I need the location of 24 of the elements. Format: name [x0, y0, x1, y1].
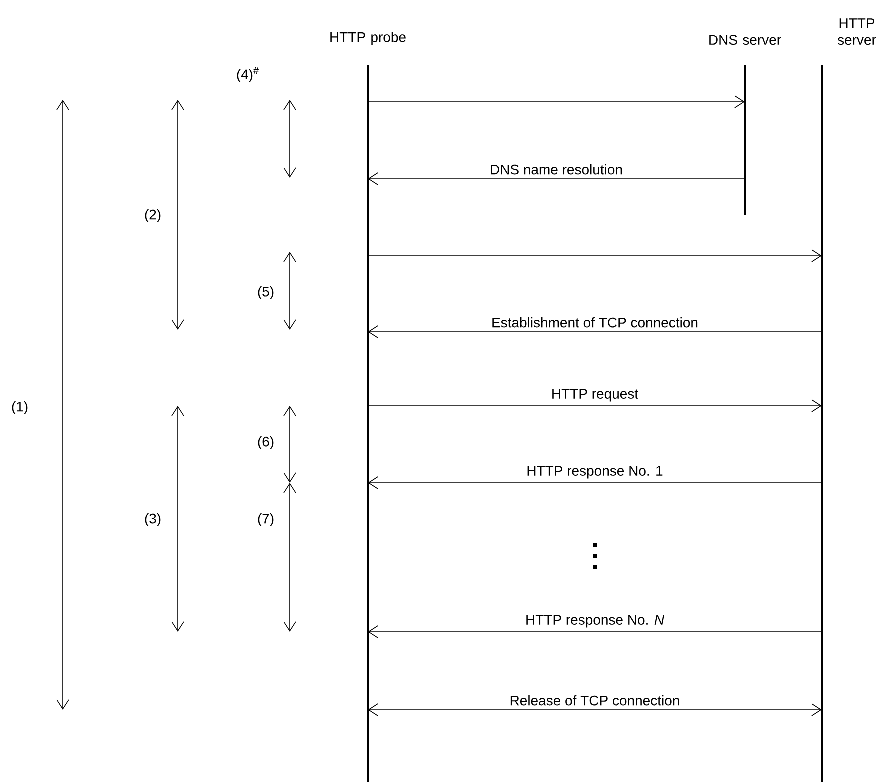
message-arrow: [368, 476, 822, 490]
interval-label: (4)$^{#}$: [237, 68, 259, 82]
message-arrow: [368, 96, 746, 108]
message-arrow: [368, 626, 822, 638]
lifeline: HTTP probe: [330, 32, 406, 782]
interval-label: (3): [145, 514, 161, 527]
interval-label: (6): [258, 436, 274, 450]
lifeline: HTTP server: [821, 18, 876, 782]
message-label: HTTP response No. 1: [525, 464, 665, 480]
message-arrow: [368, 250, 822, 262]
message-label: HTTP request: [550, 388, 640, 404]
message-label: HTTP response No. N: [524, 614, 666, 630]
message-arrow: [368, 326, 822, 338]
message-label: DNS name resolution: [488, 163, 624, 176]
message-label: Establishment of TCP connection: [490, 316, 700, 330]
interval-label: (7): [258, 514, 274, 527]
message-arrow: [368, 172, 746, 186]
lifeline: DNS server: [710, 35, 782, 216]
interval-label: (2): [145, 209, 161, 223]
message-arrow: [368, 704, 822, 716]
message-arrow: [368, 400, 822, 412]
interval-label: (1): [12, 401, 28, 415]
message-label: Release of TCP connection: [508, 694, 682, 708]
interval-label: (5): [258, 286, 274, 300]
